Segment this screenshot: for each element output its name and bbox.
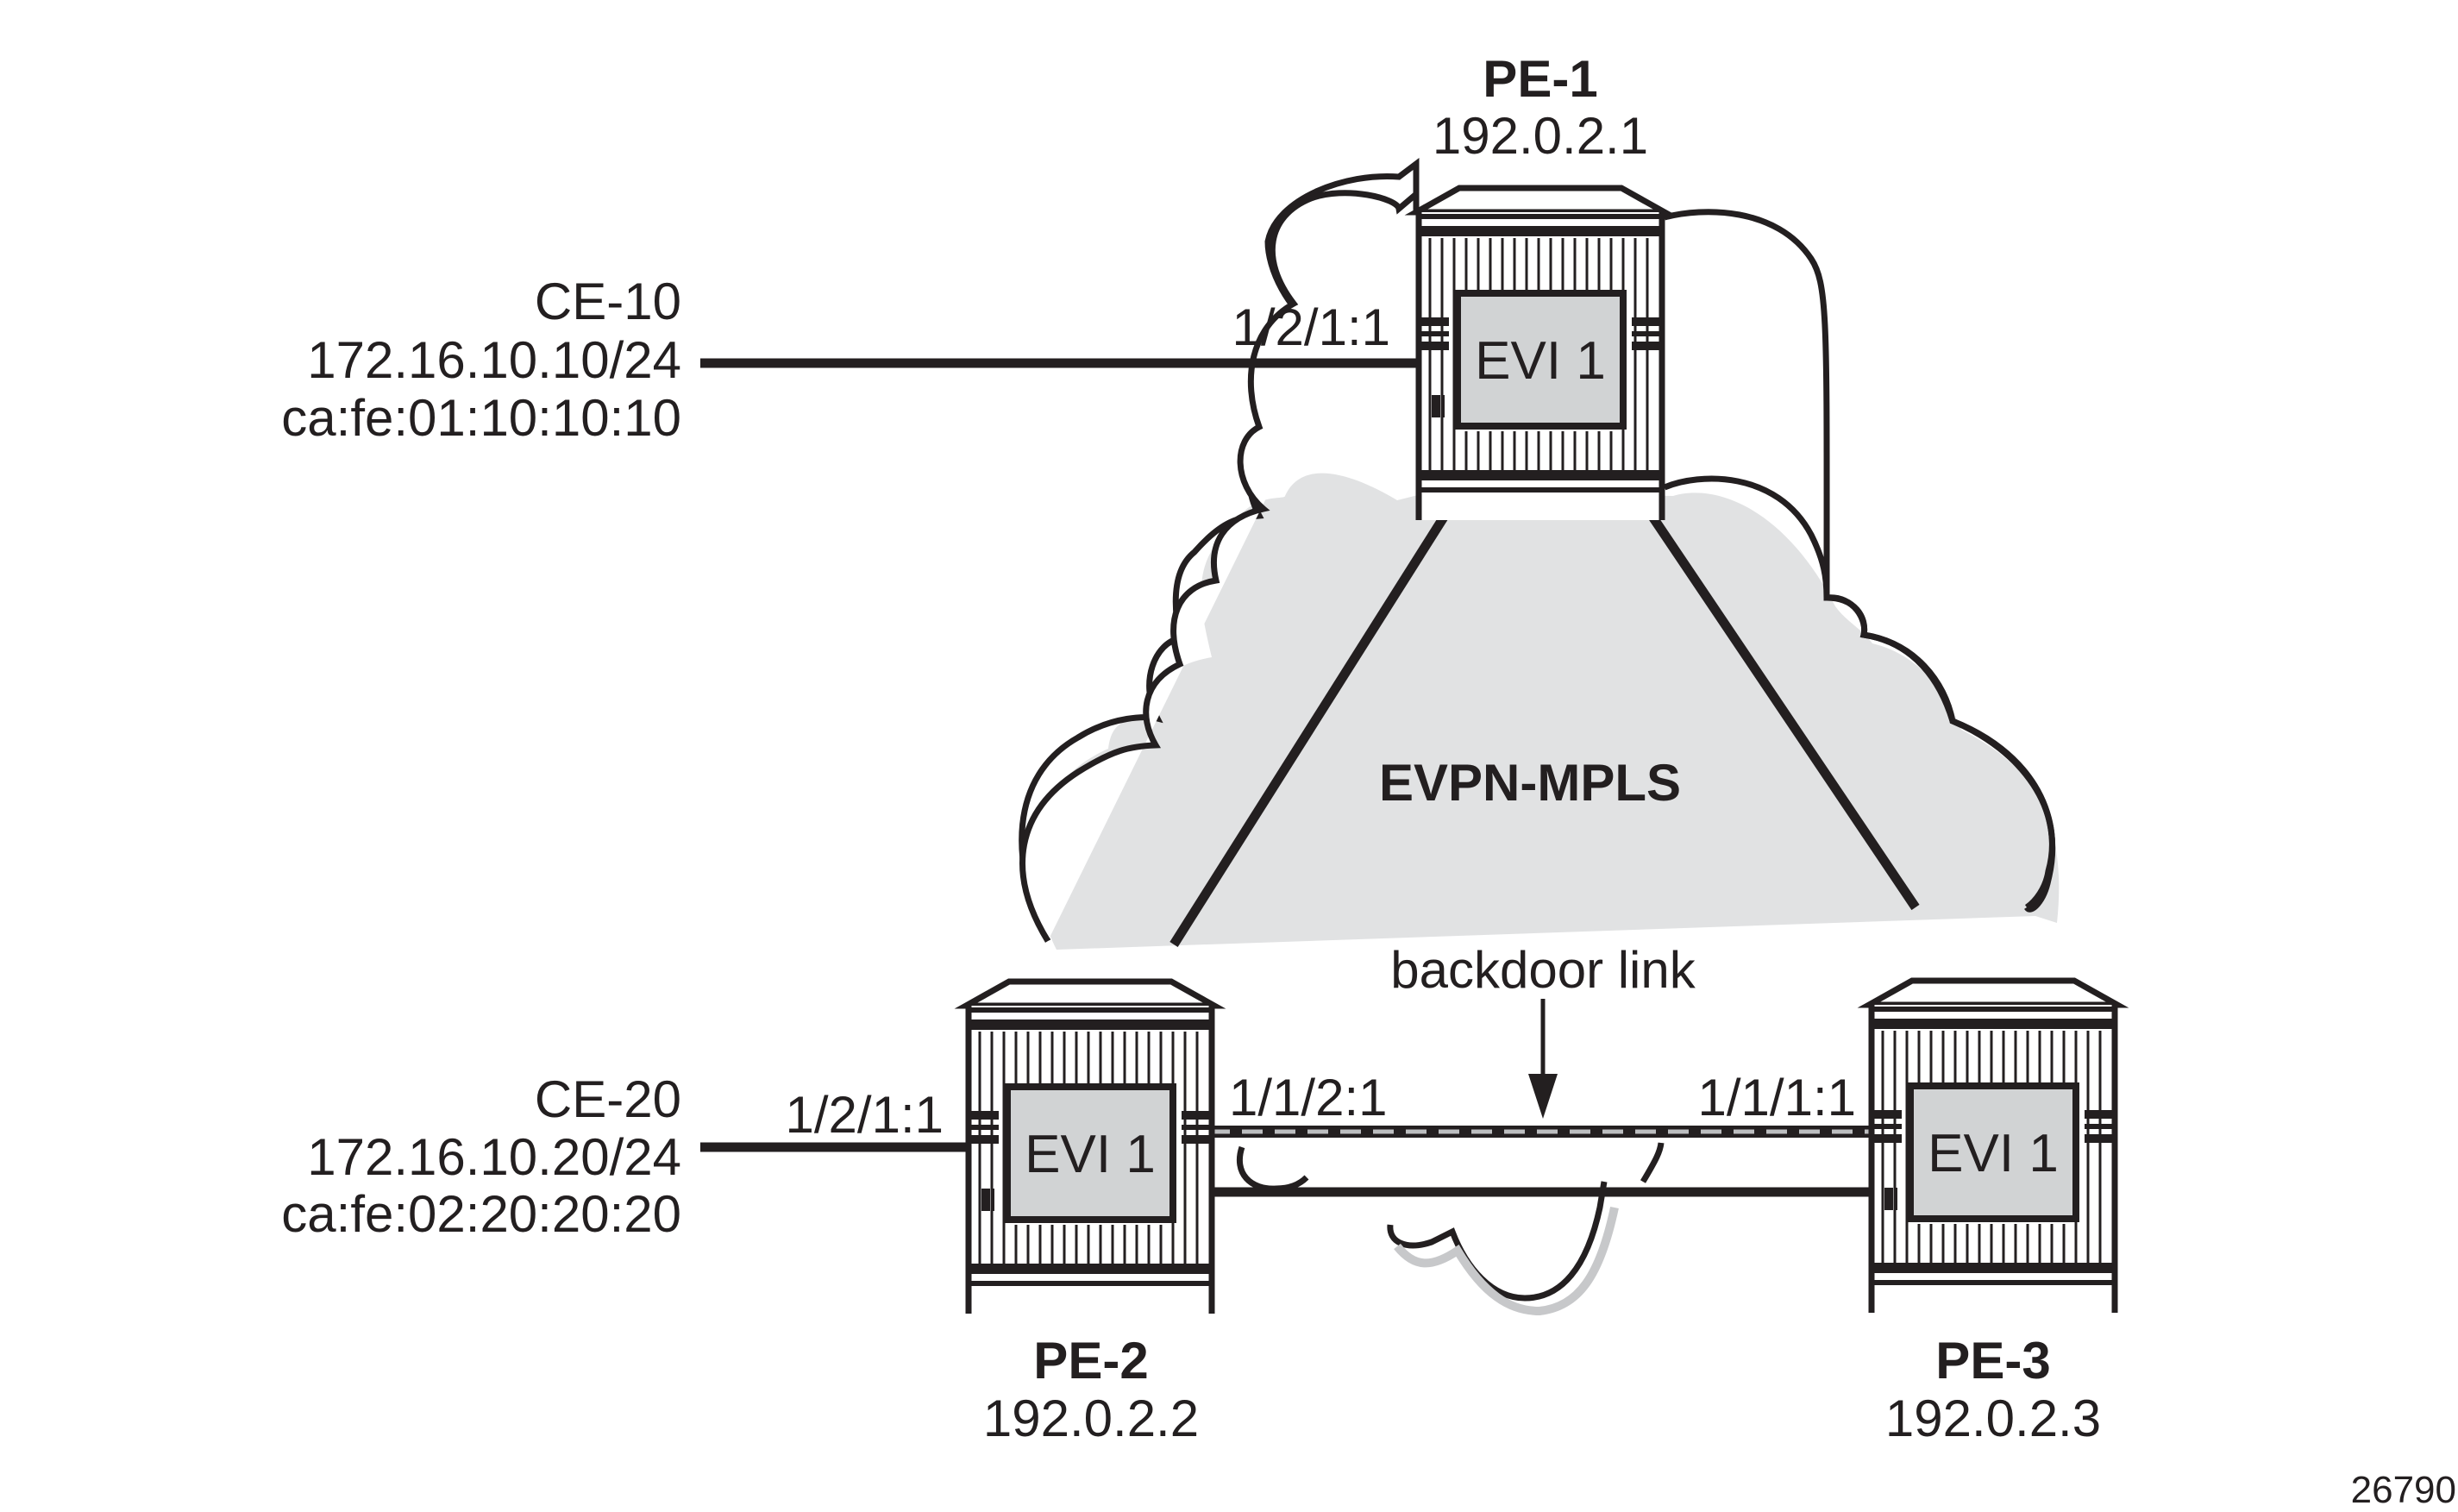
- evpn-mpls-cloud: [1019, 158, 2060, 1316]
- ce10-name: CE-10: [535, 273, 681, 330]
- cloud-outline-right: [1663, 475, 2055, 910]
- evi-box: [1454, 290, 1627, 430]
- cloud-outline-bottom: [1236, 1142, 1665, 1302]
- cloud-bottom-shadow: [1394, 1206, 1619, 1316]
- cloud-outline-left: [1019, 190, 1419, 943]
- ce10-mac: ca:fe:01:10:10:10: [281, 389, 681, 447]
- ce20-name: CE-20: [535, 1070, 681, 1128]
- link-pe1-pe3: [1645, 508, 1920, 911]
- router-pe-3: EVI 1: [1857, 977, 2129, 1313]
- labels: PE-1 192.0.2.1 PE-2 192.0.2.2 PE-3 192.0…: [281, 50, 2456, 1511]
- pe3-ip: 192.0.2.3: [1885, 1390, 2101, 1447]
- cloud-label: EVPN-MPLS: [1379, 754, 1681, 812]
- backdoor-label: backdoor link: [1390, 941, 1696, 999]
- pe2-ip: 192.0.2.2: [983, 1390, 1199, 1447]
- pe2-port-label: 1/2/1:1: [786, 1086, 944, 1144]
- router-pe-2: EVI 1: [954, 978, 1226, 1314]
- pe2-backdoor-port-label: 1/1/2:1: [1229, 1069, 1388, 1126]
- evi-label: EVI 1: [1928, 1124, 2059, 1183]
- pe3-name: PE-3: [1935, 1332, 2050, 1390]
- router-pe-1: EVI 1: [1404, 185, 1677, 520]
- pe2-name: PE-2: [1033, 1332, 1148, 1390]
- routers: EVI 1 EVI 1 EVI 1: [954, 185, 2129, 1314]
- figure-id: 26790: [2351, 1469, 2456, 1511]
- ce20-ip: 172.16.10.20/24: [307, 1128, 681, 1186]
- ce20-mac: ca:fe:02:20:20:20: [281, 1185, 681, 1243]
- cloud-shadow: [1034, 473, 2060, 950]
- evi-label: EVI 1: [1475, 331, 1606, 391]
- ce10-ip: 172.16.10.10/24: [307, 331, 681, 389]
- pe1-port-label: 1/2/1:1: [1232, 298, 1391, 356]
- pe3-backdoor-port-label: 1/1/1:1: [1698, 1069, 1857, 1126]
- backdoor-arrow-icon: [1528, 999, 1558, 1119]
- pe1-ip: 192.0.2.1: [1433, 107, 1648, 165]
- evi-box: [1907, 1082, 2079, 1222]
- evi-label: EVI 1: [1025, 1125, 1156, 1184]
- pe1-name: PE-1: [1483, 50, 1597, 108]
- link-pe1-pe2: [1169, 513, 1449, 947]
- evi-box: [1004, 1083, 1176, 1223]
